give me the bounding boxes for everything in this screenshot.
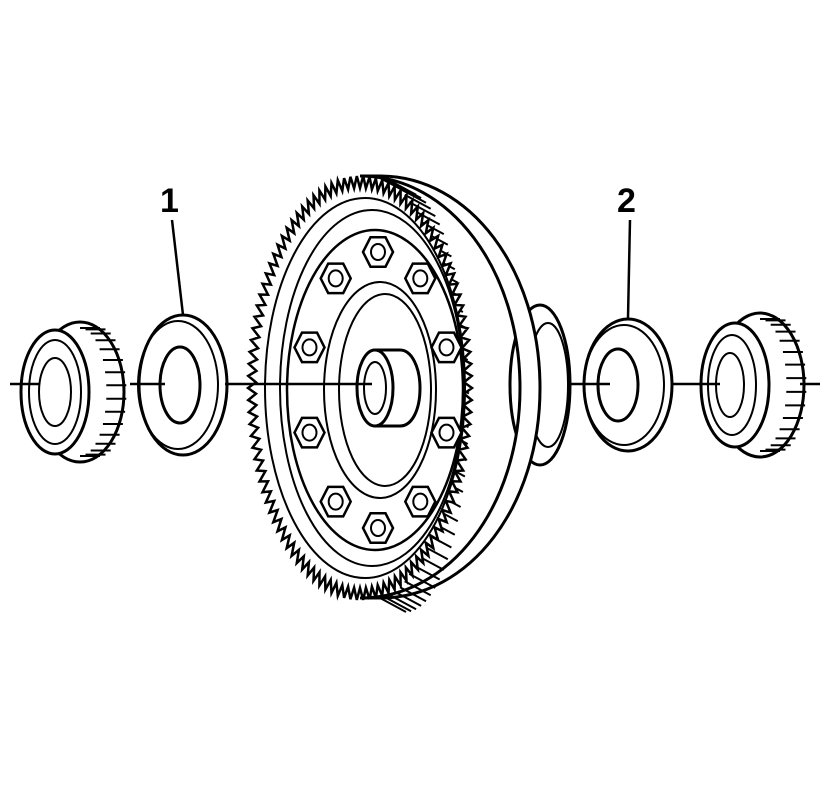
bolt-head-icon xyxy=(403,485,437,518)
helical-tooth xyxy=(379,597,407,613)
bolt-head-icon xyxy=(361,236,395,268)
helical-tooth xyxy=(394,183,422,199)
helical-tooth xyxy=(399,187,427,204)
bolt-head-icon xyxy=(430,331,463,364)
helical-tooth xyxy=(394,591,422,607)
thrust-washer-1 xyxy=(137,313,229,457)
helical-tooth xyxy=(408,573,436,589)
left-roller-bearing xyxy=(19,320,127,464)
helical-tooth xyxy=(404,580,432,597)
helical-tooth xyxy=(404,193,432,210)
helical-tooth xyxy=(384,596,412,613)
callout-2-label: 2 xyxy=(617,182,636,220)
bolt-head-icon xyxy=(293,331,326,364)
callout-2: 2 xyxy=(617,182,636,319)
helical-tooth xyxy=(389,594,417,611)
callout-1-label: 1 xyxy=(160,182,179,220)
bolt-head-icon xyxy=(361,512,395,544)
bolt-head-icon xyxy=(319,262,353,295)
bolt-head-icon xyxy=(319,485,353,518)
bolt-head-icon xyxy=(430,416,463,449)
callout-1: 1 xyxy=(160,182,185,316)
helical-tooth xyxy=(399,586,427,603)
bolt-head-icon xyxy=(293,416,326,449)
ring-gear-bolts xyxy=(293,236,463,544)
differential-ring-gear-assembly xyxy=(245,174,572,613)
bolt-head-icon xyxy=(403,262,437,295)
helical-tooth xyxy=(408,201,436,217)
